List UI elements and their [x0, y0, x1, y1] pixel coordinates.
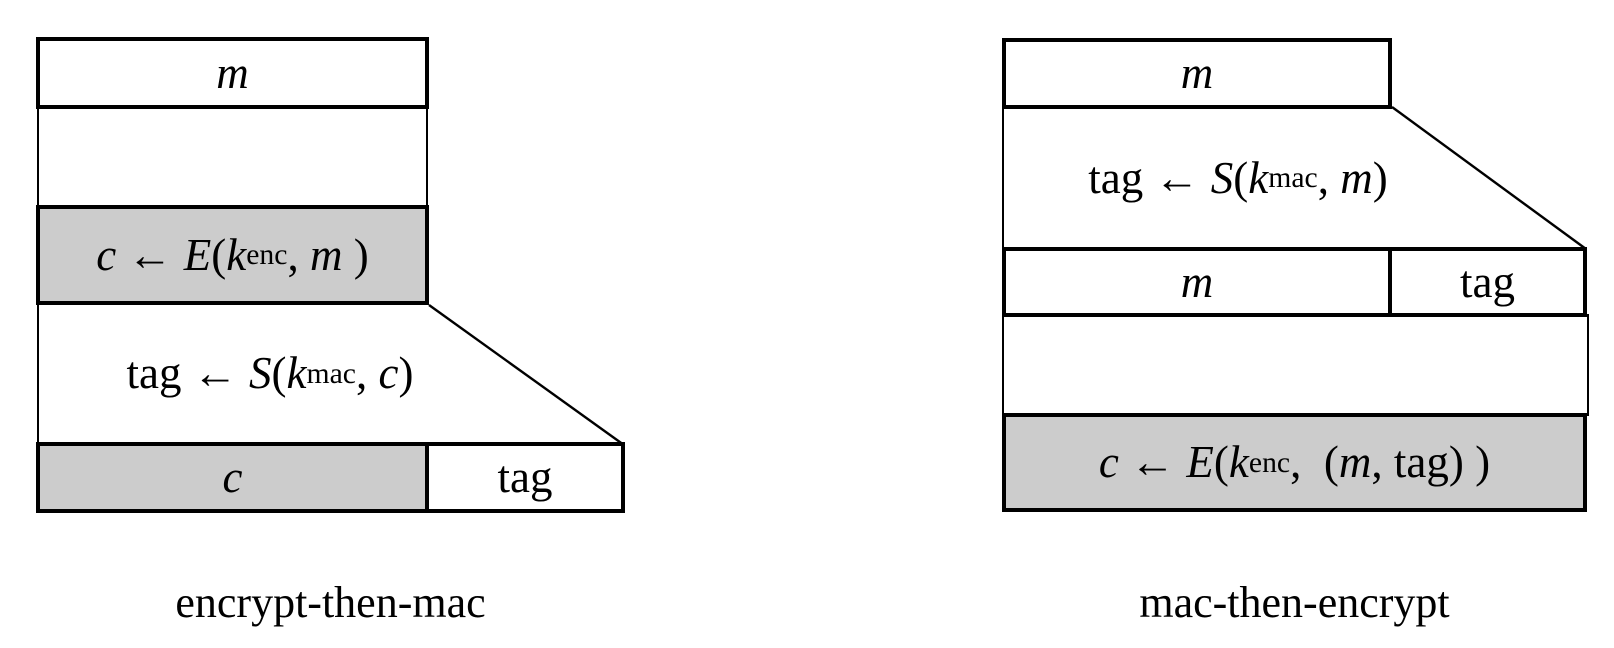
etm-tag-cell: tag: [497, 452, 553, 502]
mte-message-box: m: [1002, 38, 1392, 109]
etm-message-box: m: [36, 37, 429, 109]
mte-caption: mac-then-encrypt: [1139, 578, 1450, 627]
mte-message-tag-row: m tag: [1002, 247, 1587, 317]
etm-output-row: c tag: [36, 442, 625, 513]
mte-message-cell: m: [1006, 251, 1392, 313]
mte-diagonal-line: [1391, 106, 1587, 250]
mte-tag-cell: tag: [1460, 256, 1515, 307]
etm-diagonal-line: [428, 304, 625, 446]
etm-caption: encrypt-then-mac: [175, 578, 486, 627]
etm-ciphertext-cell: c: [40, 446, 429, 509]
